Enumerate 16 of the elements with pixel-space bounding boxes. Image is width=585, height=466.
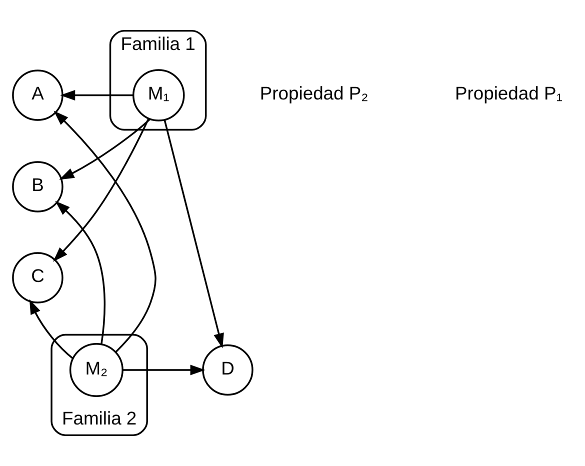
node-circle: M₁ [132,69,185,122]
arrow [122,364,206,376]
node-circle: D [202,344,254,396]
node-circle: B [12,161,64,212]
arrow [55,200,106,345]
node-circle: M₂ [69,343,124,397]
node-circle: A [12,70,64,121]
arrow [59,118,150,180]
arrow [164,120,224,348]
arrow [53,118,150,262]
arrow [29,299,74,360]
arrow [60,90,134,101]
arrow [54,110,156,352]
node-circle: C [12,252,64,304]
label: Propiedad P₁ [454,82,562,104]
label: Propiedad P₂ [260,82,368,104]
